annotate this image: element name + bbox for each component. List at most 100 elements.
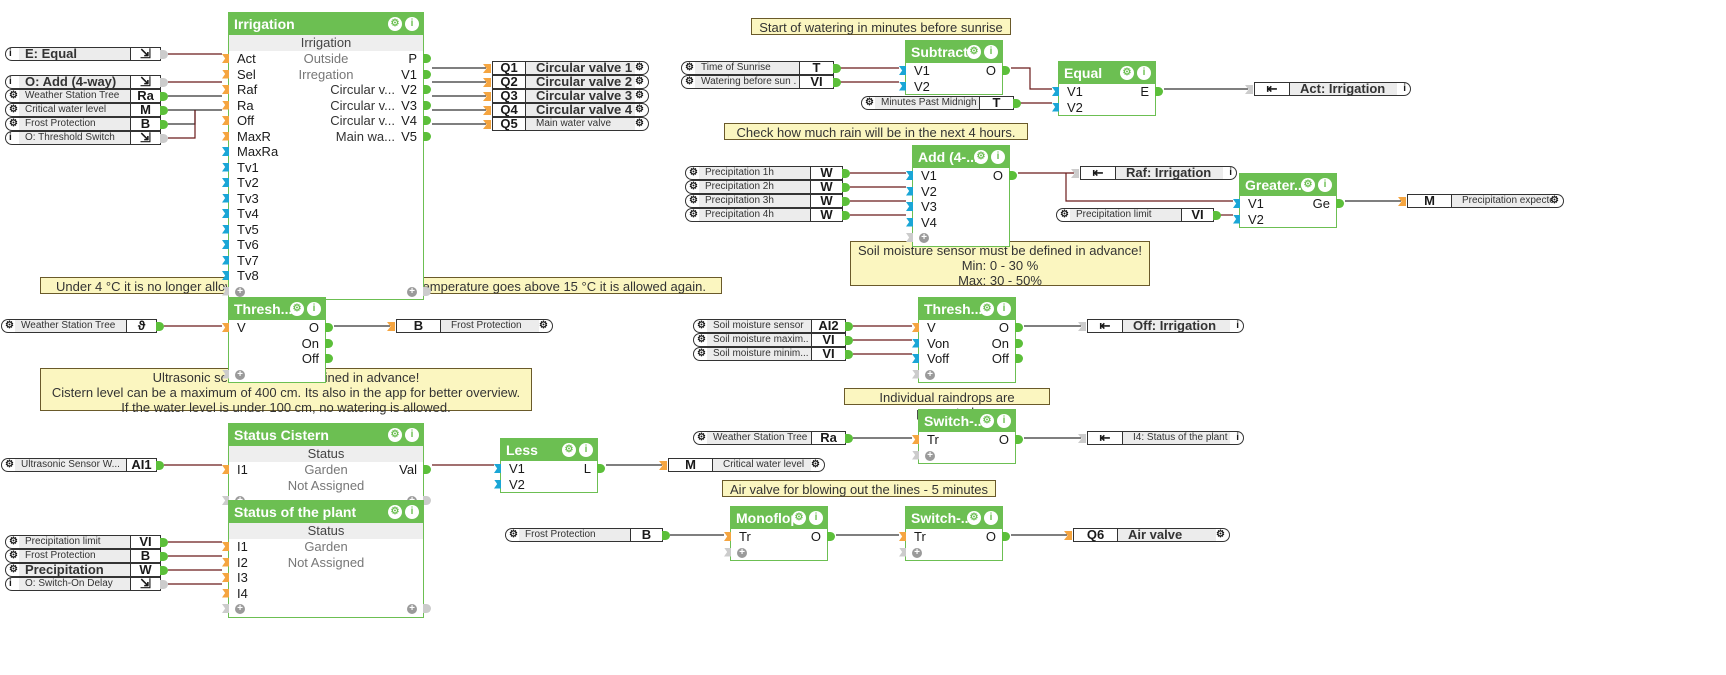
block-header[interactable]: Irrigation⚙i <box>229 13 423 35</box>
block-header[interactable]: Monoflop⚙i <box>731 507 827 529</box>
input-pin[interactable] <box>222 54 229 63</box>
info-icon[interactable]: i <box>579 443 593 457</box>
input-pin[interactable] <box>222 131 229 141</box>
gear-icon[interactable]: ⚙ <box>697 432 706 443</box>
gear-icon[interactable]: ⚙ <box>5 320 14 331</box>
gear-icon[interactable]: ⚙ <box>9 564 18 575</box>
input-pin[interactable] <box>222 271 229 280</box>
gear-icon[interactable]: ⚙ <box>685 62 694 73</box>
output-pin[interactable] <box>842 211 850 220</box>
connector-ref[interactable]: i⇤Raf: Irrigation <box>1071 166 1237 180</box>
block-header[interactable]: Equal⚙i <box>1059 62 1155 84</box>
add-input-icon[interactable]: + <box>925 369 935 380</box>
output-pin[interactable] <box>597 464 605 473</box>
gear-icon[interactable]: ⚙ <box>562 443 576 457</box>
gear-icon[interactable]: ⚙ <box>792 511 806 525</box>
add-input-icon[interactable]: + <box>235 369 245 380</box>
output-pin[interactable] <box>1015 435 1023 444</box>
output-pin[interactable] <box>160 580 168 589</box>
output-pin[interactable] <box>1213 211 1221 220</box>
output-pin[interactable] <box>423 116 431 125</box>
gear-icon[interactable]: ⚙ <box>1120 66 1134 80</box>
output-pin[interactable] <box>842 197 850 206</box>
output-pin[interactable] <box>845 322 853 331</box>
gear-icon[interactable]: ⚙ <box>685 76 694 87</box>
gear-icon[interactable]: ⚙ <box>5 459 14 470</box>
output-pin[interactable] <box>156 322 164 331</box>
gear-icon[interactable]: ⚙ <box>697 348 706 359</box>
output-pin[interactable] <box>160 134 168 143</box>
input-pin[interactable] <box>222 85 229 94</box>
output-pin[interactable] <box>833 78 841 87</box>
input-pin[interactable] <box>899 81 906 91</box>
gear-icon[interactable]: ⚙ <box>1060 209 1069 220</box>
info-icon[interactable]: i <box>1236 320 1239 331</box>
output-pin[interactable] <box>160 92 168 101</box>
output-pin[interactable] <box>423 85 431 94</box>
output-pin[interactable] <box>423 54 431 63</box>
block-header[interactable]: Status Cistern⚙i <box>229 424 423 446</box>
add-input-icon[interactable]: + <box>925 450 935 461</box>
info-icon[interactable]: i <box>307 302 321 316</box>
info-icon[interactable]: i <box>984 511 998 525</box>
output-pin[interactable] <box>1009 171 1017 180</box>
input-pin[interactable] <box>222 100 229 110</box>
block-header[interactable]: Less⚙i <box>501 439 597 461</box>
output-pin[interactable] <box>827 532 835 541</box>
gear-icon[interactable]: ⚙ <box>980 414 994 428</box>
add-input-icon[interactable]: + <box>912 547 922 558</box>
block-header[interactable]: Switch-...⚙i <box>906 507 1002 529</box>
output-pin[interactable] <box>325 338 333 348</box>
output-pin[interactable] <box>842 183 850 192</box>
output-pin[interactable] <box>423 131 431 141</box>
input-pin[interactable] <box>222 116 229 125</box>
connector-gear[interactable]: ⚙Soil moisture minim...VI <box>693 347 853 361</box>
gear-icon[interactable]: ⚙ <box>635 118 644 129</box>
output-pin[interactable] <box>1336 199 1344 208</box>
info-icon[interactable]: i <box>984 45 998 59</box>
gear-icon[interactable]: ⚙ <box>697 320 706 331</box>
output-pin[interactable] <box>160 50 168 59</box>
input-pin[interactable] <box>906 186 913 196</box>
block-header[interactable]: Add (4-...⚙i <box>913 146 1009 168</box>
gear-icon[interactable]: ⚙ <box>967 511 981 525</box>
add-output-icon[interactable]: + <box>407 604 417 614</box>
gear-icon[interactable]: ⚙ <box>635 62 644 73</box>
input-pin[interactable] <box>899 66 906 75</box>
connector-ref[interactable]: i⇤Off: Irrigation <box>1078 319 1244 333</box>
gear-icon[interactable]: ⚙ <box>9 104 18 115</box>
gear-icon[interactable]: ⚙ <box>974 150 988 164</box>
output-pin[interactable] <box>845 336 853 345</box>
info-icon[interactable]: i <box>991 150 1005 164</box>
input-pin[interactable] <box>912 435 919 444</box>
output-pin[interactable] <box>423 465 431 474</box>
output-pin[interactable] <box>423 100 431 110</box>
input-pin[interactable] <box>222 209 229 218</box>
gear-icon[interactable]: ⚙ <box>509 529 518 540</box>
block-header[interactable]: Subtract⚙i <box>906 41 1002 63</box>
input-pin[interactable] <box>906 217 913 227</box>
